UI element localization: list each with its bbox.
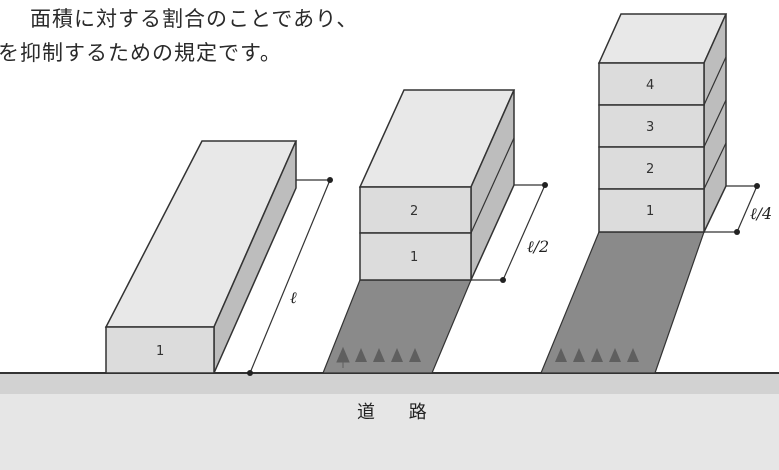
building-1: 1	[104, 140, 298, 374]
tree-icon	[391, 348, 403, 362]
caption-line-2: を抑制するための規定です。	[0, 41, 282, 65]
building-2-depth-label: ℓ/2	[527, 237, 549, 256]
dimension-dot-top	[542, 182, 548, 188]
dimension-dot-top	[754, 183, 760, 189]
building-3-open-space	[540, 231, 705, 374]
tree-icon	[555, 348, 567, 362]
building-2: 2 1	[322, 89, 516, 374]
building-1-depth-label: ℓ	[290, 288, 297, 307]
building-3-floor-1	[598, 188, 705, 233]
building-3-side-floor-line	[703, 56, 727, 106]
dimension-dot-top	[327, 177, 333, 183]
building-2-floor-2-label: 2	[410, 204, 418, 219]
tree-icon	[609, 348, 621, 362]
dimension-line	[502, 184, 546, 281]
building-3-floor-2	[598, 146, 705, 190]
tree-icon	[627, 348, 639, 362]
building-3-floor-3	[598, 104, 705, 148]
building-3-side-floor-line	[703, 142, 727, 190]
building-2-floor-1-label: 1	[410, 250, 418, 265]
road-shadow	[0, 374, 779, 394]
building-3-floor-4	[598, 62, 705, 106]
building-3-depth-dimension: ℓ/4	[704, 183, 772, 235]
road: 道 路	[0, 372, 779, 470]
tree-icon	[355, 348, 367, 362]
building-3-floor-4-label: 4	[646, 78, 654, 93]
building-3-floor-2-label: 2	[646, 162, 654, 177]
building-3-side-floor-line	[703, 99, 727, 148]
building-2-depth-dimension: ℓ/2	[471, 182, 549, 283]
building-2-trees	[336, 346, 421, 368]
road-label: 道 路	[357, 402, 441, 423]
building-3-depth-label: ℓ/4	[750, 204, 772, 223]
dimension-dot-bottom	[500, 277, 506, 283]
caption-line-1: 面積に対する割合のことであり、	[30, 7, 359, 31]
building-2-side-floor-line	[470, 137, 515, 234]
building-2-floor-2	[359, 186, 472, 234]
building-1-floor-1-label: 1	[156, 344, 164, 359]
dimension-line	[249, 179, 331, 374]
tree-icon	[573, 348, 585, 362]
tree-icon	[336, 346, 350, 368]
building-1-front	[105, 326, 215, 374]
dimension-dot-bottom	[247, 370, 253, 376]
tree-icon	[373, 348, 385, 362]
building-3: 4 3 2 1	[540, 13, 728, 374]
tree-icon	[409, 348, 421, 362]
building-3-floor-1-label: 1	[646, 204, 654, 219]
dimension-dot-bottom	[734, 229, 740, 235]
dimension-line	[736, 185, 758, 233]
building-1-depth-dimension: ℓ	[214, 177, 333, 376]
building-3-floor-3-label: 3	[646, 120, 654, 135]
tree-icon	[591, 348, 603, 362]
building-3-trees	[555, 348, 639, 362]
building-2-floor-1	[359, 232, 472, 281]
